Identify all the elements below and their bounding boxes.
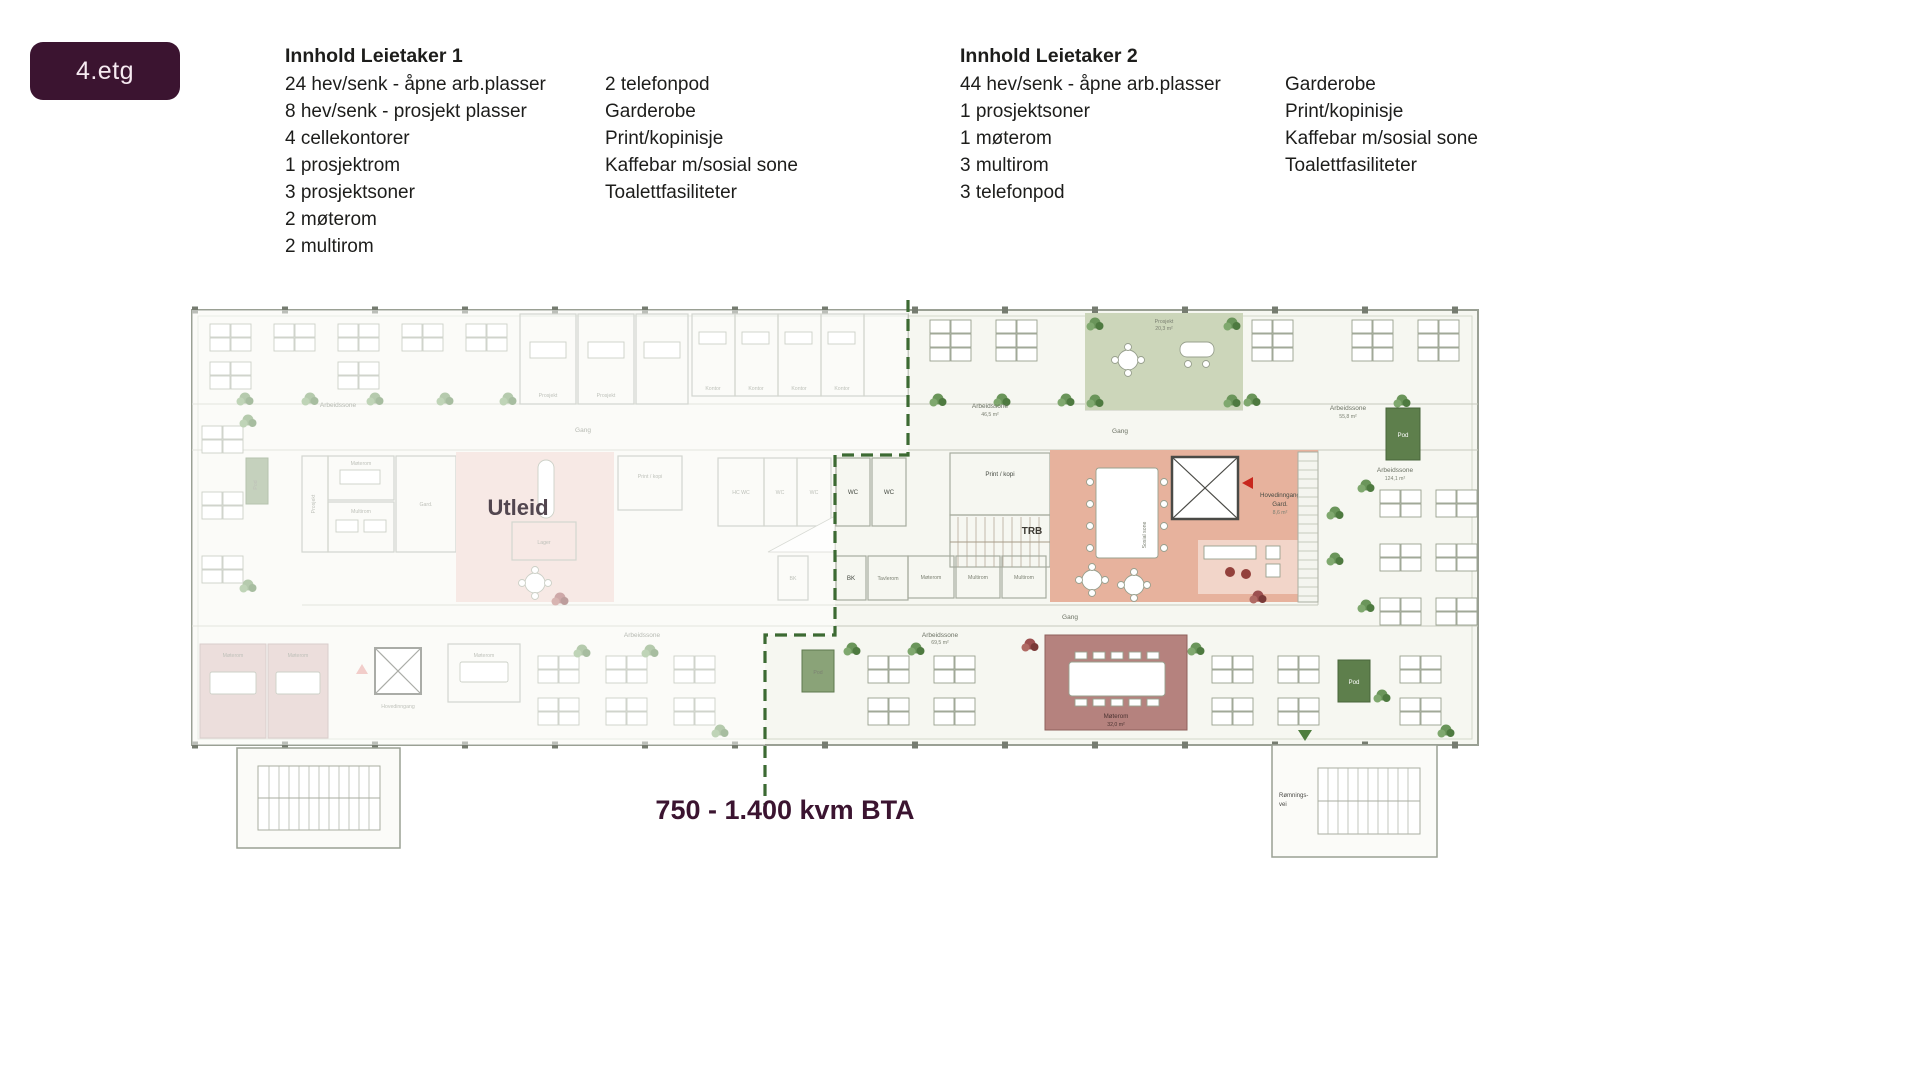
label-sosial-sone: Sosial sone bbox=[1142, 521, 1148, 548]
stairwell-right: Rømnings- vei bbox=[1271, 744, 1438, 858]
label-area: 55,8 m² bbox=[1339, 414, 1357, 420]
pod-booth bbox=[1337, 659, 1371, 703]
list-item: 2 møterom bbox=[285, 209, 377, 230]
list-item: 1 prosjektsoner bbox=[960, 101, 1090, 122]
list-item: 24 hev/senk - åpne arb.plasser bbox=[285, 74, 546, 95]
list-item: Kaffebar m/sosial sone bbox=[1285, 128, 1478, 149]
area-range-text: 750 - 1.400 kvm BTA bbox=[655, 795, 915, 825]
label-area: 20,3 m² bbox=[1155, 326, 1173, 332]
label-print-kopi: Print / kopi bbox=[985, 471, 1014, 478]
room-moterom bbox=[907, 555, 955, 599]
room-wc bbox=[835, 457, 871, 527]
label-arbeidssone: Arbeidssone bbox=[972, 403, 1009, 410]
label-gang: Gang bbox=[1062, 614, 1078, 621]
pod-booth bbox=[1385, 407, 1421, 461]
label-trb: TRB bbox=[1022, 526, 1043, 537]
label-arbeidssone: Arbeidssone bbox=[1330, 405, 1367, 412]
utleid-label: Utleid bbox=[487, 495, 548, 520]
armchair bbox=[1265, 545, 1281, 560]
label-multirom: Multirom bbox=[968, 575, 988, 581]
label-gard: Gard. bbox=[1272, 501, 1288, 508]
list-item: Print/kopinisje bbox=[605, 128, 724, 149]
label-arbeidssone: Arbeidssone bbox=[1377, 467, 1414, 474]
label-prosjekt: Prosjekt bbox=[1155, 319, 1174, 325]
tenant1-title: Innhold Leietaker 1 bbox=[285, 45, 463, 67]
project-zone-green: Prosjekt 20,3 m² bbox=[1085, 313, 1243, 410]
floorplan-svg: Prosjekt Prosjekt Kontor Kontor Kontor K… bbox=[191, 300, 1479, 858]
list-item: 2 multirom bbox=[285, 236, 374, 257]
label-pod: Pod bbox=[1348, 679, 1360, 686]
label-romningsvei: Rømnings- bbox=[1279, 793, 1308, 799]
room-moterom-large: Møterom 32,0 m² bbox=[1044, 634, 1188, 731]
room-multirom bbox=[1001, 555, 1047, 599]
label-wc: WC bbox=[884, 489, 895, 496]
list-item: Kaffebar m/sosial sone bbox=[605, 155, 798, 176]
label-area: 8,6 m² bbox=[1273, 510, 1288, 516]
room-multirom bbox=[955, 555, 1001, 599]
exit-marker-icon bbox=[1298, 730, 1312, 741]
social-zone: Hovedinngang Gard. 8,6 m² Sosial sone bbox=[1050, 450, 1319, 604]
floor-badge: 4.etg bbox=[30, 42, 180, 100]
label-area: 32,0 m² bbox=[1107, 722, 1125, 728]
list-item: 4 cellekontorer bbox=[285, 128, 410, 149]
list-item: Toalettfasiliteter bbox=[605, 182, 738, 203]
label-moterom: Møterom bbox=[921, 575, 942, 581]
pouf bbox=[1225, 567, 1235, 577]
list-item: 2 telefonpod bbox=[605, 74, 710, 95]
tenant2-floor-area: WC WC BK Tavlerom Prosjekt bbox=[801, 313, 1478, 741]
list-item: Print/kopinisje bbox=[1285, 101, 1404, 122]
tenant2-list-col1: 44 hev/senk - åpne arb.plasser 1 prosjekt… bbox=[960, 71, 1221, 206]
label-hovedinngang: Hovedinngang bbox=[1260, 492, 1300, 499]
list-item: Toalettfasiliteter bbox=[1285, 155, 1418, 176]
label-area: 46,5 m² bbox=[981, 412, 999, 418]
list-item: 8 hev/senk - prosjekt plasser bbox=[285, 101, 527, 122]
garderobe-lockers bbox=[1297, 451, 1319, 603]
list-item: 1 møterom bbox=[960, 128, 1052, 149]
label-pod: Pod bbox=[813, 670, 822, 676]
label-multirom: Multirom bbox=[1014, 575, 1034, 581]
stairwell-left bbox=[236, 747, 401, 849]
utleid-fade-overlay bbox=[192, 310, 908, 745]
label-area: 69,5 m² bbox=[931, 640, 949, 646]
label-moterom: Møterom bbox=[1104, 713, 1129, 720]
tenant1-list-col1: 24 hev/senk - åpne arb.plasser 8 hev/senk… bbox=[285, 71, 546, 260]
floor-badge-label: 4.etg bbox=[75, 56, 135, 85]
tenant2-title: Innhold Leietaker 2 bbox=[960, 45, 1138, 67]
label-romningsvei: vei bbox=[1279, 802, 1287, 808]
pod-booth bbox=[801, 649, 835, 693]
pouf bbox=[1241, 569, 1251, 579]
label-tavlerom: Tavlerom bbox=[877, 576, 898, 582]
list-item: 1 prosjektrom bbox=[285, 155, 401, 176]
label-pod: Pod bbox=[1397, 432, 1409, 439]
label-arbeidssone: Arbeidssone bbox=[922, 632, 959, 639]
entrance-arrow-icon bbox=[1242, 477, 1253, 489]
armchair bbox=[1265, 563, 1281, 578]
list-item: Garderobe bbox=[605, 101, 696, 122]
floorplan-container: Prosjekt Prosjekt Kontor Kontor Kontor K… bbox=[190, 300, 1490, 860]
list-item: 3 telefonpod bbox=[960, 182, 1065, 203]
list-item: 44 hev/senk - åpne arb.plasser bbox=[960, 74, 1221, 95]
label-bk: BK bbox=[847, 575, 856, 582]
room-wc bbox=[871, 457, 907, 527]
list-item: 3 prosjektsoner bbox=[285, 182, 415, 203]
label-wc: WC bbox=[848, 489, 859, 496]
list-item: 3 multirom bbox=[960, 155, 1049, 176]
list-item: Garderobe bbox=[1285, 74, 1376, 95]
label-gang: Gang bbox=[1112, 428, 1128, 435]
sofa bbox=[1203, 545, 1257, 560]
label-area: 124,1 m² bbox=[1385, 476, 1406, 482]
